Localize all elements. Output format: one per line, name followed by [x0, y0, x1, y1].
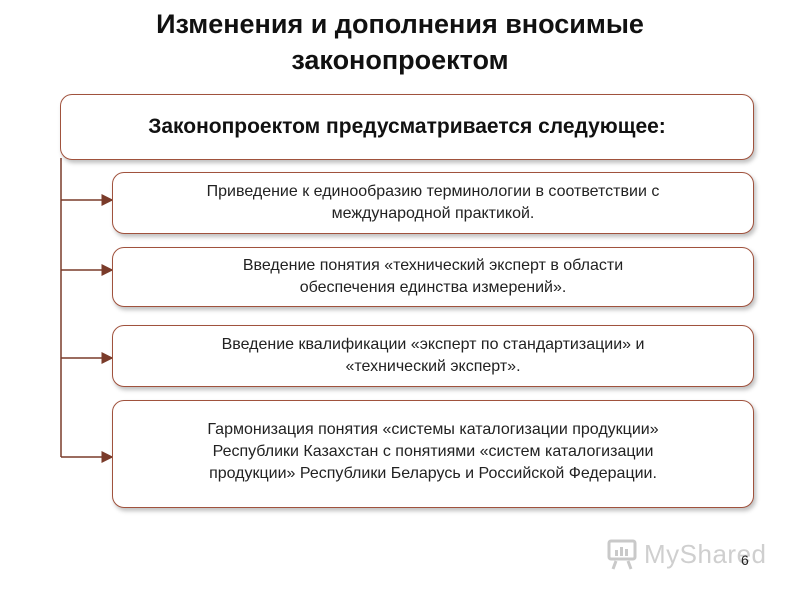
- item-2-line-1: Введение понятия «технический эксперт в …: [242, 257, 624, 274]
- slide-title-line2: законопроектом: [291, 45, 509, 75]
- item-box-1: Приведение к единообразию терминологии в…: [112, 172, 754, 234]
- slide-title-line1: Изменения и дополнения вносимые: [156, 9, 644, 39]
- item-4-line-3: продукции» Республики Беларусь и Российс…: [209, 465, 657, 482]
- item-3-line-1: Введение квалификации «эксперт по станда…: [221, 336, 645, 353]
- watermark: MyShared: [606, 537, 767, 571]
- slide-title: Изменения и дополнения вносимые законопр…: [40, 6, 760, 78]
- page-number: 6: [741, 552, 749, 568]
- watermark-text: MyShared: [644, 538, 767, 569]
- main-statement-text: Законопроектом предусматривается следующ…: [148, 115, 666, 138]
- item-box-2: Введение понятия «технический эксперт в …: [112, 247, 754, 307]
- item-box-4: Гармонизация понятия «системы каталогиза…: [112, 400, 754, 508]
- item-4-line-2: Республики Казахстан с понятиями «систем…: [212, 443, 654, 460]
- main-statement-box: Законопроектом предусматривается следующ…: [60, 94, 754, 160]
- item-2-line-2: обеспечения единства измерений».: [299, 279, 567, 296]
- item-4-line-1: Гармонизация понятия «системы каталогиза…: [207, 421, 659, 438]
- presentation-board-icon: [607, 539, 637, 570]
- item-1-line-2: международной практикой.: [331, 205, 535, 222]
- item-3-line-2: «технический эксперт».: [345, 358, 521, 375]
- item-1-line-1: Приведение к единообразию терминологии в…: [206, 183, 660, 200]
- item-box-3: Введение квалификации «эксперт по станда…: [112, 325, 754, 387]
